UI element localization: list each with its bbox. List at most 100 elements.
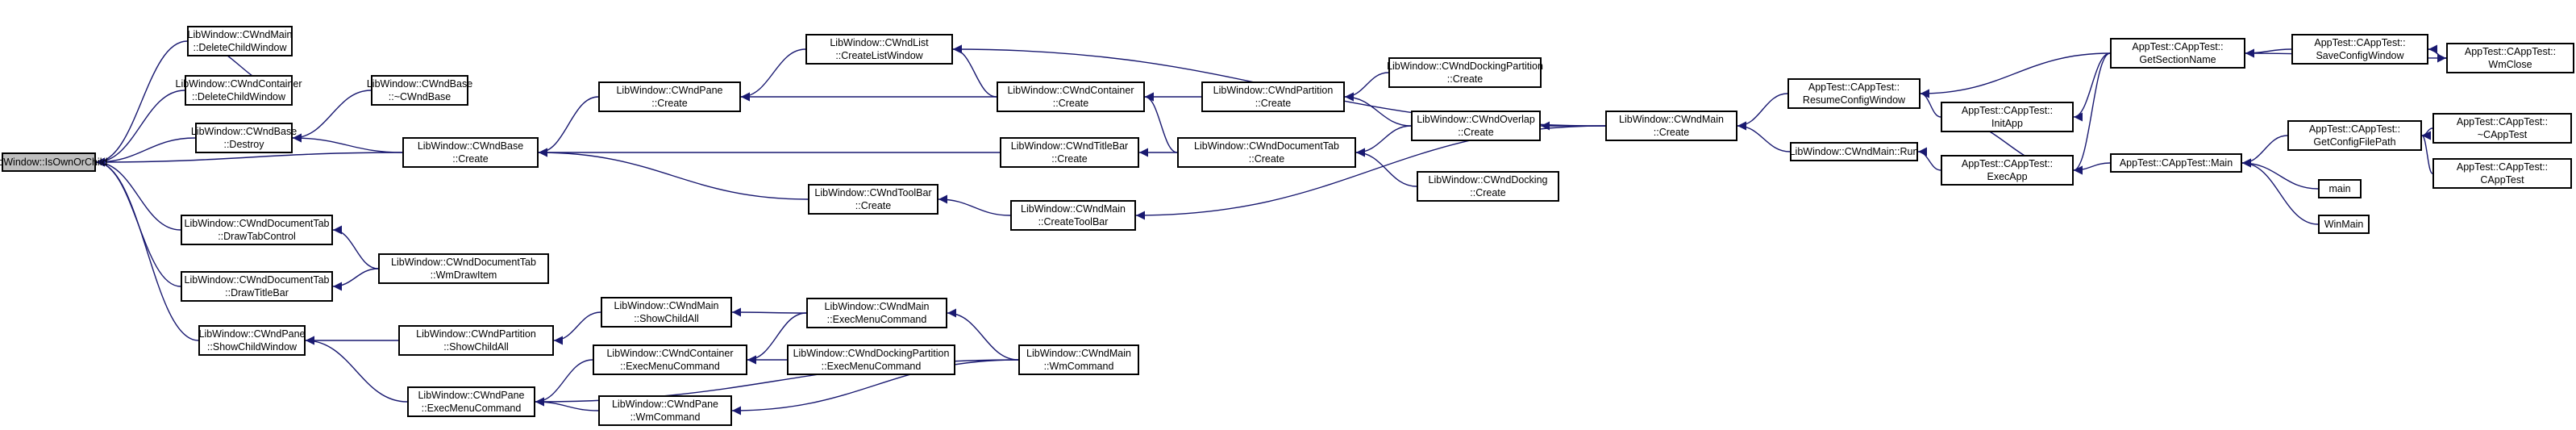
call-edge bbox=[947, 308, 1019, 361]
node-label-line: ::CreateToolBar bbox=[1038, 216, 1109, 228]
function-node[interactable]: LibWindow::CWndTitleBar::Create bbox=[1000, 137, 1139, 168]
function-node[interactable]: AppTest::CAppTest::GetSectionName bbox=[2110, 38, 2245, 69]
function-node[interactable]: AppTest::CAppTest::SaveConfigWindow bbox=[2291, 34, 2428, 65]
function-node[interactable]: LibWindow::CWndDockingPartition::ExecMen… bbox=[787, 344, 955, 375]
call-edge bbox=[1144, 92, 1178, 153]
call-edge bbox=[1920, 89, 1941, 118]
call-edge bbox=[95, 137, 196, 167]
function-node[interactable]: AppTest::CAppTest::CAppTest bbox=[2432, 158, 2572, 189]
call-edge bbox=[332, 225, 379, 269]
node-label-line: LibWindow::CWndDockingPartition bbox=[1387, 61, 1543, 72]
function-node[interactable]: LibWindow::CWndDocumentTab::DrawTabContr… bbox=[181, 215, 333, 245]
node-label-line: ::ShowChildAll bbox=[634, 313, 699, 324]
call-edge bbox=[292, 133, 403, 153]
function-node[interactable]: AppTest::CAppTest::Main bbox=[2110, 153, 2242, 173]
node-label-line: LibWindow::CWndMain bbox=[614, 300, 719, 311]
function-node[interactable]: LibWindow::CWndDocumentTab::Create bbox=[1177, 137, 1356, 168]
node-label-line: LibWindow::CWndPane bbox=[611, 399, 718, 410]
function-node[interactable]: LibWindow::CWndPartition::ShowChildAll bbox=[398, 325, 554, 356]
node-label-line: LibWindow::CWndPartition bbox=[1213, 85, 1334, 96]
function-node[interactable]: LibWindow::CWndDocking::Create bbox=[1417, 171, 1559, 202]
node-label-line: ::ExecMenuCommand bbox=[821, 361, 922, 372]
node-label-line: LibWindow::CWndContainer bbox=[1007, 85, 1134, 96]
node-label-line: LibWindow::CWndContainer bbox=[175, 78, 302, 90]
function-node[interactable]: LibWindow::CWndContainer::DeleteChildWin… bbox=[176, 75, 302, 106]
call-edge bbox=[305, 336, 408, 403]
node-label-line: ::DrawTitleBar bbox=[225, 287, 289, 298]
node-label-line: AppTest::CAppTest:: bbox=[2314, 37, 2406, 48]
call-edge bbox=[1737, 93, 1788, 131]
function-node[interactable]: LibWindow::CWndBase::Destroy bbox=[191, 123, 297, 153]
function-node[interactable]: LibWindow::CWndMain::Create bbox=[1605, 111, 1737, 141]
node-label-line: ::Destroy bbox=[223, 139, 264, 150]
call-edge bbox=[535, 359, 593, 407]
function-node[interactable]: AppTest::CAppTest::~CAppTest bbox=[2432, 113, 2572, 144]
function-node[interactable]: AppTest::CAppTest::ResumeConfigWindow bbox=[1787, 78, 1921, 109]
call-edge bbox=[740, 48, 806, 102]
function-node[interactable]: AppTest::CAppTest::WmClose bbox=[2446, 43, 2574, 73]
node-label-line: LibWindow::CWndPane bbox=[198, 328, 306, 340]
call-edge bbox=[95, 157, 181, 231]
node-label-line: ::Create bbox=[1051, 153, 1088, 165]
function-node[interactable]: LibWindow::CWndMain::ShowChildAll bbox=[601, 297, 732, 328]
node-label-line: LibWindow::CWndDocumentTab bbox=[1194, 140, 1339, 152]
node-label-line: LibWindow::CWndMain bbox=[824, 301, 930, 312]
node-label-line: WinMain bbox=[2324, 219, 2364, 230]
call-edge bbox=[1344, 72, 1389, 102]
call-edge bbox=[95, 152, 403, 167]
function-node[interactable]: LibWindow::CWndMain::WmCommand bbox=[1018, 344, 1139, 375]
function-node[interactable]: LibWindow::CWndBase::~CWndBase bbox=[367, 75, 472, 106]
function-node[interactable]: AppTest::CAppTest::InitApp bbox=[1941, 102, 2074, 132]
call-edge bbox=[95, 157, 199, 341]
function-node[interactable]: LibWindow::CWndMain::CreateToolBar bbox=[1010, 200, 1136, 231]
function-node[interactable]: LibWindow::CWndContainer::Create bbox=[997, 81, 1145, 112]
node-label-line: InitApp bbox=[1991, 118, 2023, 129]
node-label-line: ResumeConfigWindow bbox=[1802, 94, 1906, 106]
node-label-line: LibWindow::CWndPane bbox=[616, 85, 723, 96]
node-label-line: LibWindow::CWndDocumentTab bbox=[184, 274, 330, 286]
root-function-node[interactable]: LibWindow::IsOwnOrChild bbox=[0, 152, 107, 172]
node-label-line: AppTest::CAppTest:: bbox=[2308, 123, 2401, 135]
call-edge bbox=[538, 96, 599, 157]
function-node[interactable]: LibWindow::CWndDockingPartition::Create bbox=[1387, 57, 1543, 88]
node-label-line: ::ShowChildWindow bbox=[206, 341, 298, 353]
node-label-line: LibWindow::CWndList bbox=[830, 37, 929, 48]
function-node[interactable]: LibWindow::CWndMain::Run bbox=[1790, 142, 1918, 161]
node-label-line: LibWindow::CWndContainer bbox=[606, 348, 734, 359]
function-node[interactable]: LibWindow::CWndBase::Create bbox=[402, 137, 539, 168]
function-node[interactable]: LibWindow::CWndList::CreateListWindow bbox=[805, 34, 953, 65]
function-node[interactable]: LibWindow::CWndMain::DeleteChildWindow bbox=[187, 26, 293, 56]
function-node[interactable]: main bbox=[2318, 179, 2362, 198]
call-edge bbox=[1737, 121, 1791, 152]
function-node[interactable]: LibWindow::CWndPane::Create bbox=[598, 81, 741, 112]
call-edge bbox=[2421, 131, 2433, 174]
function-node[interactable]: LibWindow::CWndPane::ShowChildWindow bbox=[198, 325, 306, 356]
node-label-line: LibWindow::CWndBase bbox=[190, 126, 298, 137]
call-edge bbox=[2421, 127, 2433, 140]
function-node[interactable]: LibWindow::CWndOverlap::Create bbox=[1411, 111, 1541, 141]
function-node[interactable]: LibWindow::CWndDocumentTab::DrawTitleBar bbox=[181, 271, 333, 302]
node-label-line: LibWindow::CWndMain bbox=[187, 29, 293, 40]
call-edge bbox=[2245, 48, 2292, 58]
node-label-line: AppTest::CAppTest:: bbox=[1961, 158, 2054, 169]
function-node[interactable]: LibWindow::CWndPane::WmCommand bbox=[598, 395, 732, 426]
call-edge bbox=[2073, 52, 2111, 175]
function-node[interactable]: WinMain bbox=[2318, 215, 2370, 234]
call-edge bbox=[553, 311, 601, 345]
function-node[interactable]: AppTest::CAppTest::GetConfigFilePath bbox=[2287, 120, 2422, 151]
call-edge bbox=[2241, 135, 2288, 168]
node-label-line: ::DrawTabControl bbox=[218, 231, 296, 242]
function-node[interactable]: LibWindow::CWndToolBar::Create bbox=[808, 184, 938, 215]
node-label-line: ::Create bbox=[1470, 187, 1506, 198]
function-node[interactable]: LibWindow::CWndPartition::Create bbox=[1201, 81, 1345, 112]
call-edge bbox=[731, 359, 1019, 415]
function-node[interactable]: LibWindow::CWndContainer::ExecMenuComman… bbox=[593, 344, 747, 375]
function-node[interactable]: LibWindow::CWndMain::ExecMenuCommand bbox=[806, 298, 947, 328]
node-label-line: LibWindow::CWndMain::Run bbox=[1789, 146, 1919, 157]
node-label-line: AppTest::CAppTest:: bbox=[2464, 46, 2557, 57]
call-edge bbox=[1920, 52, 2111, 98]
function-node[interactable]: AppTest::CAppTest::ExecApp bbox=[1941, 155, 2074, 186]
function-node[interactable]: LibWindow::CWndPane::ExecMenuCommand bbox=[407, 386, 535, 417]
function-node[interactable]: LibWindow::CWndDocumentTab::WmDrawItem bbox=[378, 253, 549, 284]
node-label-line: LibWindow::CWndPartition bbox=[416, 328, 536, 340]
